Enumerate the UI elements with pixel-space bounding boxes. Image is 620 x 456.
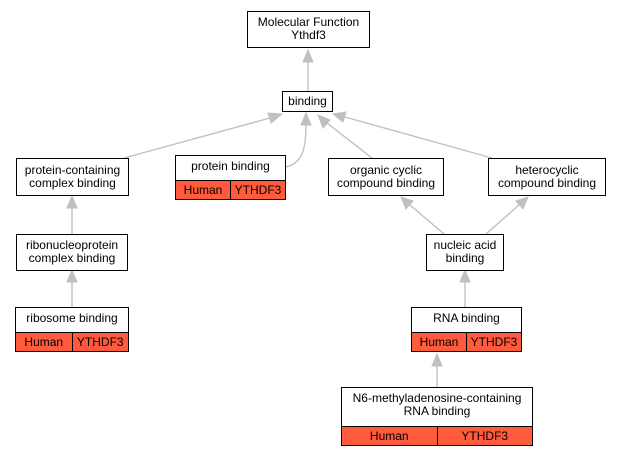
species-tag: Human <box>412 333 466 351</box>
edge-nucleic-acid-to-heterocyclic <box>485 204 520 235</box>
arrowhead <box>300 111 312 126</box>
edge-organic-cyclic-to-binding <box>326 122 373 159</box>
node-molecular-function[interactable]: Molecular Function Ythdf3 <box>247 11 370 48</box>
node-label: heterocyclic compound binding <box>497 163 597 190</box>
species-tag: Human <box>16 333 72 351</box>
edges <box>66 48 529 387</box>
node-label: nucleic acid binding <box>433 238 497 265</box>
node-binding[interactable]: binding <box>282 91 333 112</box>
arrowhead <box>302 48 314 63</box>
edge-protein-containing-complex-binding-to-binding <box>123 117 271 159</box>
node-protein-containing-complex-binding[interactable]: protein-containing complex binding <box>16 158 129 196</box>
node-label: Molecular Function Ythdf3 <box>257 15 360 42</box>
gene-tag: YTHDF3 <box>71 333 128 351</box>
arrowhead <box>267 112 284 124</box>
node-organic-cyclic-compound-binding[interactable]: organic cyclic compound binding <box>328 158 444 196</box>
gene-tag: YTHDF3 <box>436 427 532 445</box>
gene-tag: YTHDF3 <box>230 181 285 199</box>
arrowhead <box>66 268 78 283</box>
node-label: organic cyclic compound binding <box>336 163 436 190</box>
node-protein-binding[interactable]: protein binding Human YTHDF3 <box>175 155 286 200</box>
node-label: N6-methyladenosine-containing RNA bindin… <box>352 391 522 418</box>
node-ribonucleoprotein-complex-binding[interactable]: ribonucleoprotein complex binding <box>16 234 128 271</box>
arrowhead <box>400 196 414 210</box>
annotation-row: Human YTHDF3 <box>412 332 521 351</box>
edge-nucleic-acid-to-organic-cyclic <box>409 204 445 235</box>
edge-heterocyclic-to-binding <box>344 116 493 159</box>
node-nucleic-acid-binding[interactable]: nucleic acid binding <box>426 234 504 271</box>
node-ribosome-binding[interactable]: ribosome binding Human YTHDF3 <box>15 307 129 352</box>
node-label: ribosome binding <box>26 311 118 325</box>
arrowhead <box>431 352 443 367</box>
node-label: protein binding <box>191 159 270 173</box>
node-n6-methyladenosine-rna-binding[interactable]: N6-methyladenosine-containing RNA bindin… <box>341 387 533 446</box>
node-label: protein-containing complex binding <box>24 163 121 190</box>
species-tag: Human <box>176 181 230 199</box>
species-tag: Human <box>342 427 437 445</box>
arrowhead <box>459 268 471 283</box>
arrowhead <box>317 114 331 129</box>
edge-protein-binding-to-binding <box>285 124 307 168</box>
node-label: RNA binding <box>433 311 500 325</box>
node-label: ribonucleoprotein complex binding <box>25 238 119 265</box>
arrowhead <box>331 111 347 123</box>
annotation-row: Human YTHDF3 <box>16 332 128 351</box>
annotation-row: Human YTHDF3 <box>176 180 285 199</box>
node-rna-binding[interactable]: RNA binding Human YTHDF3 <box>411 307 522 352</box>
node-heterocyclic-compound-binding[interactable]: heterocyclic compound binding <box>488 158 606 196</box>
node-label: binding <box>288 94 327 108</box>
arrowhead <box>66 194 78 209</box>
annotation-row: Human YTHDF3 <box>342 426 532 445</box>
gene-tag: YTHDF3 <box>466 333 521 351</box>
arrowhead <box>515 196 529 210</box>
